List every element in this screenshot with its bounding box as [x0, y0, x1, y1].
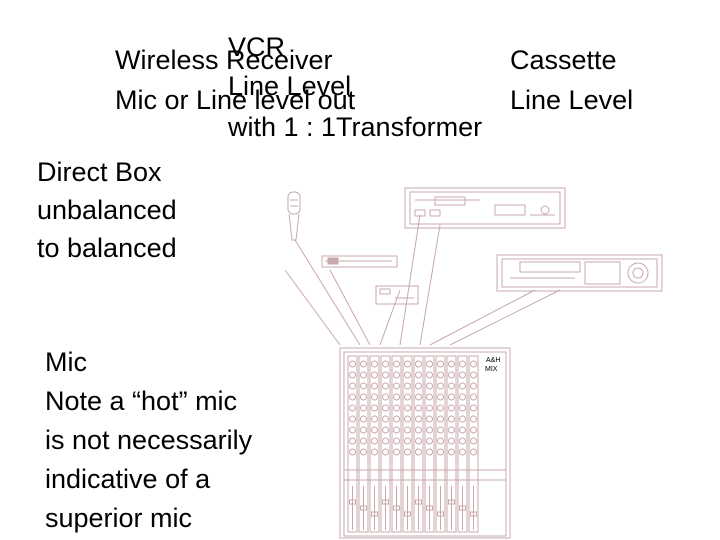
channel-strip: [402, 355, 413, 533]
transformer-label: with 1 : 1Transformer: [228, 112, 483, 142]
mic-note-line-3: is not necessarily: [45, 425, 253, 455]
mic-note-label: Mic Note a “hot” mic is not necessarily …: [45, 343, 252, 538]
mixer-unit: [339, 347, 511, 539]
vcr-line-level-label: Line Level: [228, 71, 352, 101]
cables: [284, 214, 561, 346]
wireless-receiver-unit: [321, 255, 398, 268]
vcr-label: VCR: [228, 32, 286, 62]
channel-strip: [369, 355, 380, 533]
channel-strip: [435, 355, 446, 533]
direct-box-line-2: unbalanced: [37, 195, 177, 225]
direct-box-line-3: to balanced: [37, 233, 177, 263]
channel-strip: [424, 355, 435, 533]
mic-or-line-label: Mic or Line level out: [115, 85, 356, 115]
mic-note-line-5: superior mic: [45, 503, 193, 533]
mic-note-line-1: Mic: [45, 347, 87, 377]
cassette-label: Cassette: [510, 45, 617, 75]
mixer-brand-line-1: A&H: [486, 357, 500, 364]
channel-strip: [413, 355, 424, 533]
channel-strip: [391, 355, 402, 533]
channel-strip: [347, 355, 358, 533]
channel-strip: [457, 355, 468, 533]
direct-box-line-1: Direct Box: [37, 157, 162, 187]
channel-strip: [468, 355, 479, 533]
cassette-unit: [496, 254, 663, 292]
cassette-line-level-label: Line Level: [510, 85, 634, 115]
channel-strip: [446, 355, 457, 533]
channel-strip: [358, 355, 369, 533]
mixer-brand: A&H MIX: [485, 357, 500, 373]
wireless-receiver-label: Wireless Receiver: [115, 45, 333, 75]
direct-box-label: Direct Box unbalanced to balanced: [37, 153, 177, 267]
vcr-unit: [404, 187, 566, 229]
mic-note-line-4: indicative of a: [45, 464, 211, 494]
mixer-brand-line-2: MIX: [485, 366, 498, 373]
channel-strip: [380, 355, 391, 533]
mic-note-line-2: Note a “hot” mic: [45, 386, 238, 416]
microphone: [287, 191, 301, 241]
direct-box-unit: [375, 285, 419, 305]
